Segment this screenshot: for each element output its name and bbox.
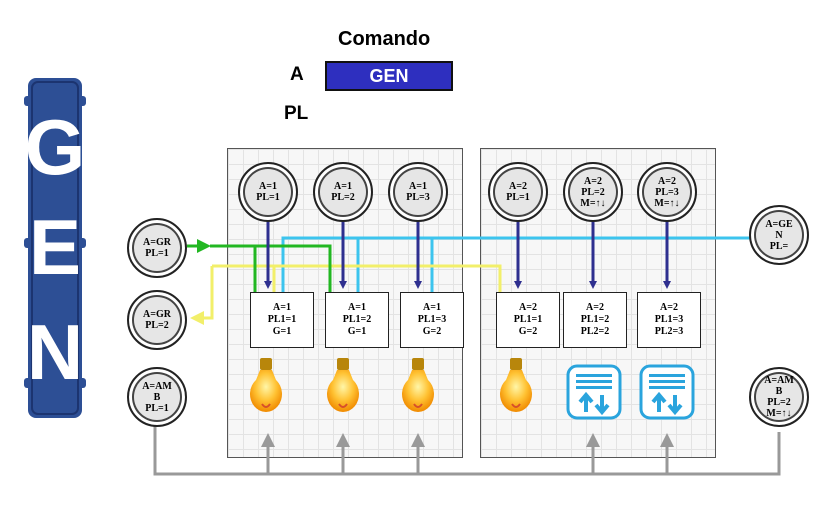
label-a: A [290, 64, 304, 85]
control-a2-pl1[interactable]: A=2 PL1=1 G=2 [496, 292, 560, 348]
navy-arrows [264, 212, 671, 289]
node-a2-pl3[interactable]: A=2 PL=3 M=↑↓ [637, 162, 697, 222]
node-a1-pl2[interactable]: A=1 PL=2 [313, 162, 373, 222]
node-a1-pl3[interactable]: A=1 PL=3 [388, 162, 448, 222]
sign-letter: N [26, 308, 84, 396]
green-line [187, 239, 332, 292]
input-node-gen[interactable]: A=GE N PL= [749, 205, 809, 265]
blind-up-down-icon [639, 364, 695, 420]
input-node-amb-pl2[interactable]: A=AM B PL=2 M=↑↓ [749, 367, 809, 427]
node-a2-pl2[interactable]: A=2 PL=2 M=↑↓ [563, 162, 623, 222]
sign-letter: E [28, 203, 82, 291]
input-node-gr-pl2[interactable]: A=GR PL=2 [127, 290, 187, 350]
control-a1-pl1[interactable]: A=1 PL1=1 G=1 [250, 292, 314, 348]
yellow-line [190, 264, 502, 325]
blind-up-down-icon [566, 364, 622, 420]
control-a1-pl3[interactable]: A=1 PL1=3 G=2 [400, 292, 464, 348]
control-a2-pl3[interactable]: A=2 PL1=3 PL2=3 [637, 292, 701, 348]
input-node-amb-pl1[interactable]: A=AM B PL=1 [127, 367, 187, 427]
command-title: Comando [338, 28, 431, 50]
input-node-gr-pl1[interactable]: A=GR PL=1 [127, 218, 187, 278]
node-a1-pl1[interactable]: A=1 PL=1 [238, 162, 298, 222]
light-bulb-icon [402, 358, 434, 413]
gray-bus [153, 420, 781, 476]
label-pl: PL [284, 103, 309, 124]
gen-sign-plate [24, 78, 86, 418]
node-a2-pl1[interactable]: A=2 PL=1 [488, 162, 548, 222]
gen-sign-image: G E N [24, 78, 86, 418]
light-bulb-icon [500, 358, 532, 413]
control-a1-pl2[interactable]: A=1 PL1=2 G=1 [325, 292, 389, 348]
sign-letter: G [24, 103, 86, 191]
light-bulb-icon [327, 358, 359, 413]
control-a2-pl2[interactable]: A=2 PL1=2 PL2=2 [563, 292, 627, 348]
light-bulb-icon [250, 358, 282, 413]
command-value-box[interactable]: GEN [325, 61, 453, 91]
